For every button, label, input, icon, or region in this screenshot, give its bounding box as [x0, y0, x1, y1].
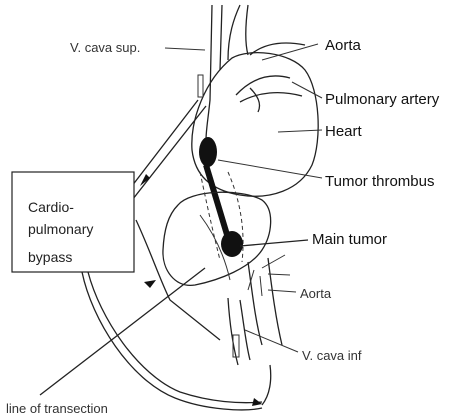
label-v-cava-inf: V. cava inf [302, 348, 362, 363]
bypass-tube-middle [136, 220, 220, 340]
leader-v-cava-inf [245, 330, 298, 352]
leader-v-cava-sup [165, 48, 205, 50]
tumor-thrombus-shape [199, 137, 217, 167]
thrombus-stalk [206, 165, 228, 238]
pulmonary-artery-shape [236, 76, 302, 112]
label-aorta-top: Aorta [325, 37, 362, 54]
label-v-cava-sup: V. cava sup. [70, 40, 140, 55]
leader-heart [278, 130, 322, 132]
label-main-tumor: Main tumor [312, 231, 387, 248]
label-aorta-lower: Aorta [300, 286, 332, 301]
flow-arrow-middle [144, 280, 156, 288]
superior-vena-cava [206, 5, 222, 140]
aortic-arch [228, 5, 305, 60]
svc-cannula [198, 75, 203, 97]
label-tumor-thrombus: Tumor thrombus [325, 173, 434, 190]
label-heart: Heart [325, 123, 363, 140]
bypass-box-line2: pulmonary [28, 221, 93, 237]
main-tumor-shape [221, 231, 243, 257]
bypass-box-line1: Cardio- [28, 199, 74, 215]
label-line-of-transection: line of transection [6, 401, 108, 416]
leader-pulmonary-artery [292, 82, 322, 98]
return-tube [262, 365, 271, 405]
bypass-box-line3: bypass [28, 249, 72, 265]
leader-main-tumor [240, 240, 308, 246]
label-pulmonary-artery: Pulmonary artery [325, 91, 440, 108]
leader-aorta-top [262, 44, 318, 60]
leader-line-of-transection [40, 268, 205, 395]
leader-tumor-thrombus [218, 160, 322, 178]
